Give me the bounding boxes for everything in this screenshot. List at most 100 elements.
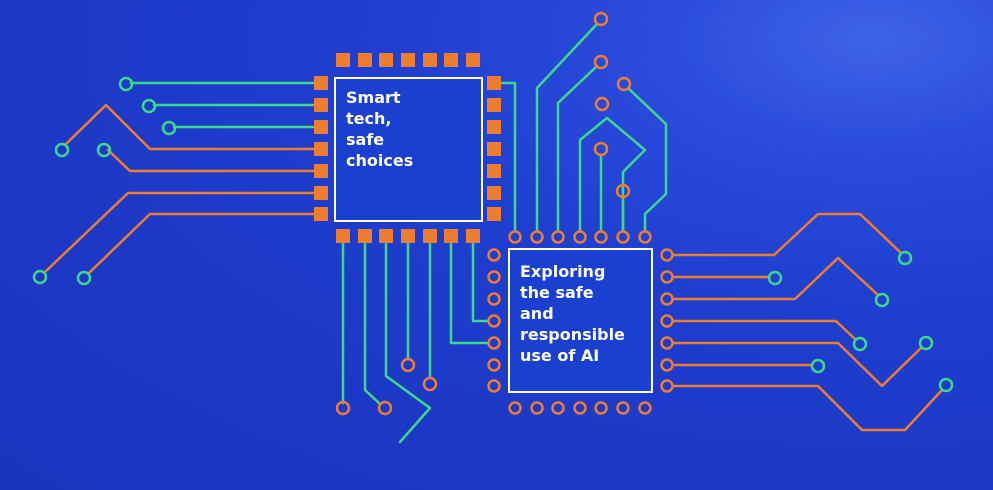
chip1-top-pad bbox=[336, 53, 350, 67]
chip1-left-pad bbox=[314, 76, 328, 90]
chip2-bottom-pad bbox=[616, 401, 630, 415]
trace-mid-7 bbox=[626, 86, 668, 233]
trace-left-6 bbox=[43, 191, 316, 274]
trace-bottom-3 bbox=[384, 241, 432, 444]
chip1-bottom-pad bbox=[401, 229, 415, 243]
chip2-left-pad bbox=[487, 336, 501, 350]
trace-right-7 bbox=[671, 384, 944, 432]
chip1-left-pad bbox=[314, 207, 328, 221]
node-mid-2 bbox=[593, 11, 609, 27]
chip2-right-pad bbox=[660, 314, 674, 328]
chip2-bottom-pad bbox=[551, 401, 565, 415]
chip-exploring-ai bbox=[508, 248, 653, 393]
chip1-top-pad bbox=[379, 53, 393, 67]
trace-mid-3 bbox=[556, 64, 599, 233]
chip2-bottom-pad bbox=[573, 401, 587, 415]
chip1-left-pad bbox=[314, 142, 328, 156]
chip1-top-pad bbox=[466, 53, 480, 67]
chip1-bottom-pad bbox=[423, 229, 437, 243]
chip2-left-pad bbox=[487, 248, 501, 262]
chip2-right-pad bbox=[660, 270, 674, 284]
circuit-traces bbox=[43, 22, 944, 444]
trace-right-4 bbox=[671, 319, 857, 341]
node-left-5 bbox=[96, 142, 112, 158]
node-bottom-4 bbox=[400, 357, 416, 373]
chip1-bottom-pad bbox=[379, 229, 393, 243]
node-right-6 bbox=[810, 358, 826, 374]
node-left-2 bbox=[141, 98, 157, 114]
chip1-left-pad bbox=[314, 186, 328, 200]
chip2-right-pad bbox=[660, 248, 674, 262]
chip2-top-pad bbox=[594, 230, 608, 244]
chip1-left-pad bbox=[314, 120, 328, 134]
chip2-top-pad bbox=[573, 230, 587, 244]
chip2-top-pad bbox=[551, 230, 565, 244]
chip2-top-pad bbox=[616, 230, 630, 244]
node-right-7 bbox=[938, 377, 954, 393]
chip2-right-pad bbox=[660, 336, 674, 350]
node-left-4 bbox=[54, 142, 70, 158]
node-right-5 bbox=[918, 335, 934, 351]
chip1-top-pad bbox=[358, 53, 372, 67]
chip1-right-pad bbox=[487, 164, 501, 178]
node-mid-3 bbox=[593, 54, 609, 70]
chip2-bottom-pad bbox=[530, 401, 544, 415]
node-left-7 bbox=[76, 270, 92, 286]
node-mid-7 bbox=[616, 76, 632, 92]
chip1-top-pad bbox=[444, 53, 458, 67]
trace-right-5 bbox=[671, 341, 923, 388]
node-right-1 bbox=[897, 250, 913, 266]
chip2-left-pad bbox=[487, 292, 501, 306]
chip1-right-pad bbox=[487, 142, 501, 156]
chip2-left-pad bbox=[487, 379, 501, 393]
trace-right-3 bbox=[671, 256, 880, 301]
chip1-left-pad bbox=[314, 98, 328, 112]
trace-end-nodes bbox=[32, 11, 954, 416]
node-right-3 bbox=[874, 292, 890, 308]
chip2-left-pad bbox=[487, 314, 501, 328]
node-bottom-5 bbox=[422, 376, 438, 392]
chip-pads bbox=[314, 53, 674, 415]
chip1-right-pad bbox=[487, 120, 501, 134]
node-mid-6 bbox=[615, 183, 631, 199]
trace-left-7 bbox=[86, 212, 316, 276]
chip1-bottom-pad bbox=[336, 229, 350, 243]
chip-smart-tech-label: Smart tech, safe choices bbox=[346, 88, 414, 170]
chip1-right-pad bbox=[487, 76, 501, 90]
trace-bottom-2 bbox=[363, 241, 382, 406]
trace-bottom-6 bbox=[449, 241, 490, 345]
node-left-3 bbox=[161, 120, 177, 136]
node-left-1 bbox=[118, 76, 134, 92]
trace-left-4 bbox=[63, 103, 316, 151]
chip2-bottom-pad bbox=[508, 401, 522, 415]
chip1-right-pad bbox=[487, 207, 501, 221]
trace-bottom-7 bbox=[471, 241, 490, 323]
chip-smart-tech bbox=[334, 77, 483, 222]
chip1-top-pad bbox=[423, 53, 437, 67]
chip2-left-pad bbox=[487, 358, 501, 372]
node-bottom-2 bbox=[377, 400, 393, 416]
trace-mid-2 bbox=[535, 22, 599, 233]
node-mid-4 bbox=[594, 96, 610, 112]
trace-right-1 bbox=[671, 212, 902, 257]
trace-mid-4 bbox=[578, 116, 647, 233]
chip1-right-pad bbox=[487, 186, 501, 200]
chip2-top-pad bbox=[508, 230, 522, 244]
chip2-right-pad bbox=[660, 379, 674, 393]
chip2-top-pad bbox=[530, 230, 544, 244]
node-bottom-1 bbox=[335, 400, 351, 416]
node-left-6 bbox=[32, 269, 48, 285]
chip-exploring-ai-label: Exploring the safe and responsible use o… bbox=[520, 262, 625, 365]
chip2-right-pad bbox=[660, 358, 674, 372]
chip2-right-pad bbox=[660, 292, 674, 306]
node-right-2 bbox=[767, 270, 783, 286]
chip2-bottom-pad bbox=[638, 401, 652, 415]
chip2-top-pad bbox=[638, 230, 652, 244]
trace-left-5 bbox=[106, 148, 316, 173]
node-mid-5 bbox=[593, 141, 609, 157]
chip2-left-pad bbox=[487, 270, 501, 284]
chip1-bottom-pad bbox=[444, 229, 458, 243]
node-right-4 bbox=[852, 336, 868, 352]
chip1-top-pad bbox=[401, 53, 415, 67]
